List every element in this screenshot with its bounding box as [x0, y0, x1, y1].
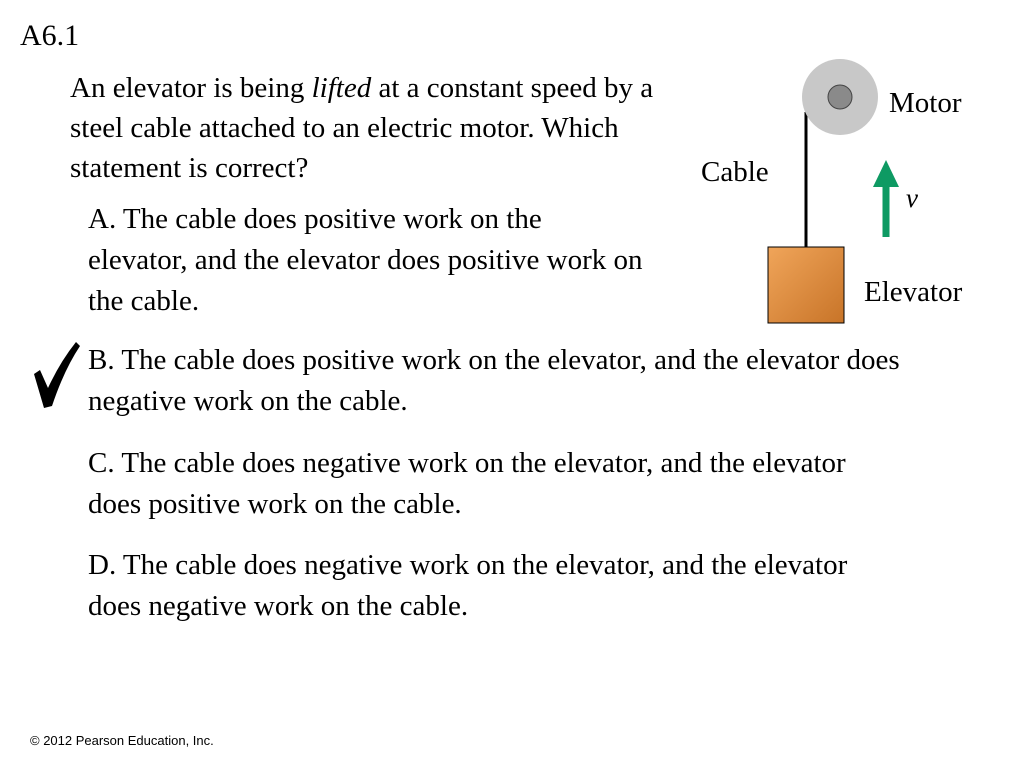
- copyright-footer: © 2012 Pearson Education, Inc.: [30, 733, 214, 748]
- option-b: B. The cable does positive work on the e…: [88, 344, 900, 417]
- question-text-before: An elevator is being: [70, 72, 312, 104]
- option-d: D. The cable does negative work on the e…: [88, 549, 848, 622]
- motor-label: Motor: [889, 87, 962, 119]
- checkmark-icon: [34, 342, 80, 408]
- question-text: An elevator is being lifted at a constan…: [70, 68, 680, 188]
- velocity-arrow-head: [873, 160, 899, 187]
- question-text-after: at a constant speed by a steel cable att…: [70, 72, 654, 184]
- option-a: A. The cable does positive work on the e…: [88, 203, 643, 317]
- elevator-box: [767, 246, 845, 324]
- velocity-label: v: [906, 183, 918, 213]
- option-c: C. The cable does negative work on the e…: [88, 447, 846, 520]
- elevator-label: Elevator: [864, 276, 963, 308]
- question-emphasis: lifted: [311, 72, 372, 104]
- cable-label: Cable: [701, 156, 769, 188]
- slide-number: A6.1: [20, 19, 80, 52]
- motor-hub: [827, 84, 853, 110]
